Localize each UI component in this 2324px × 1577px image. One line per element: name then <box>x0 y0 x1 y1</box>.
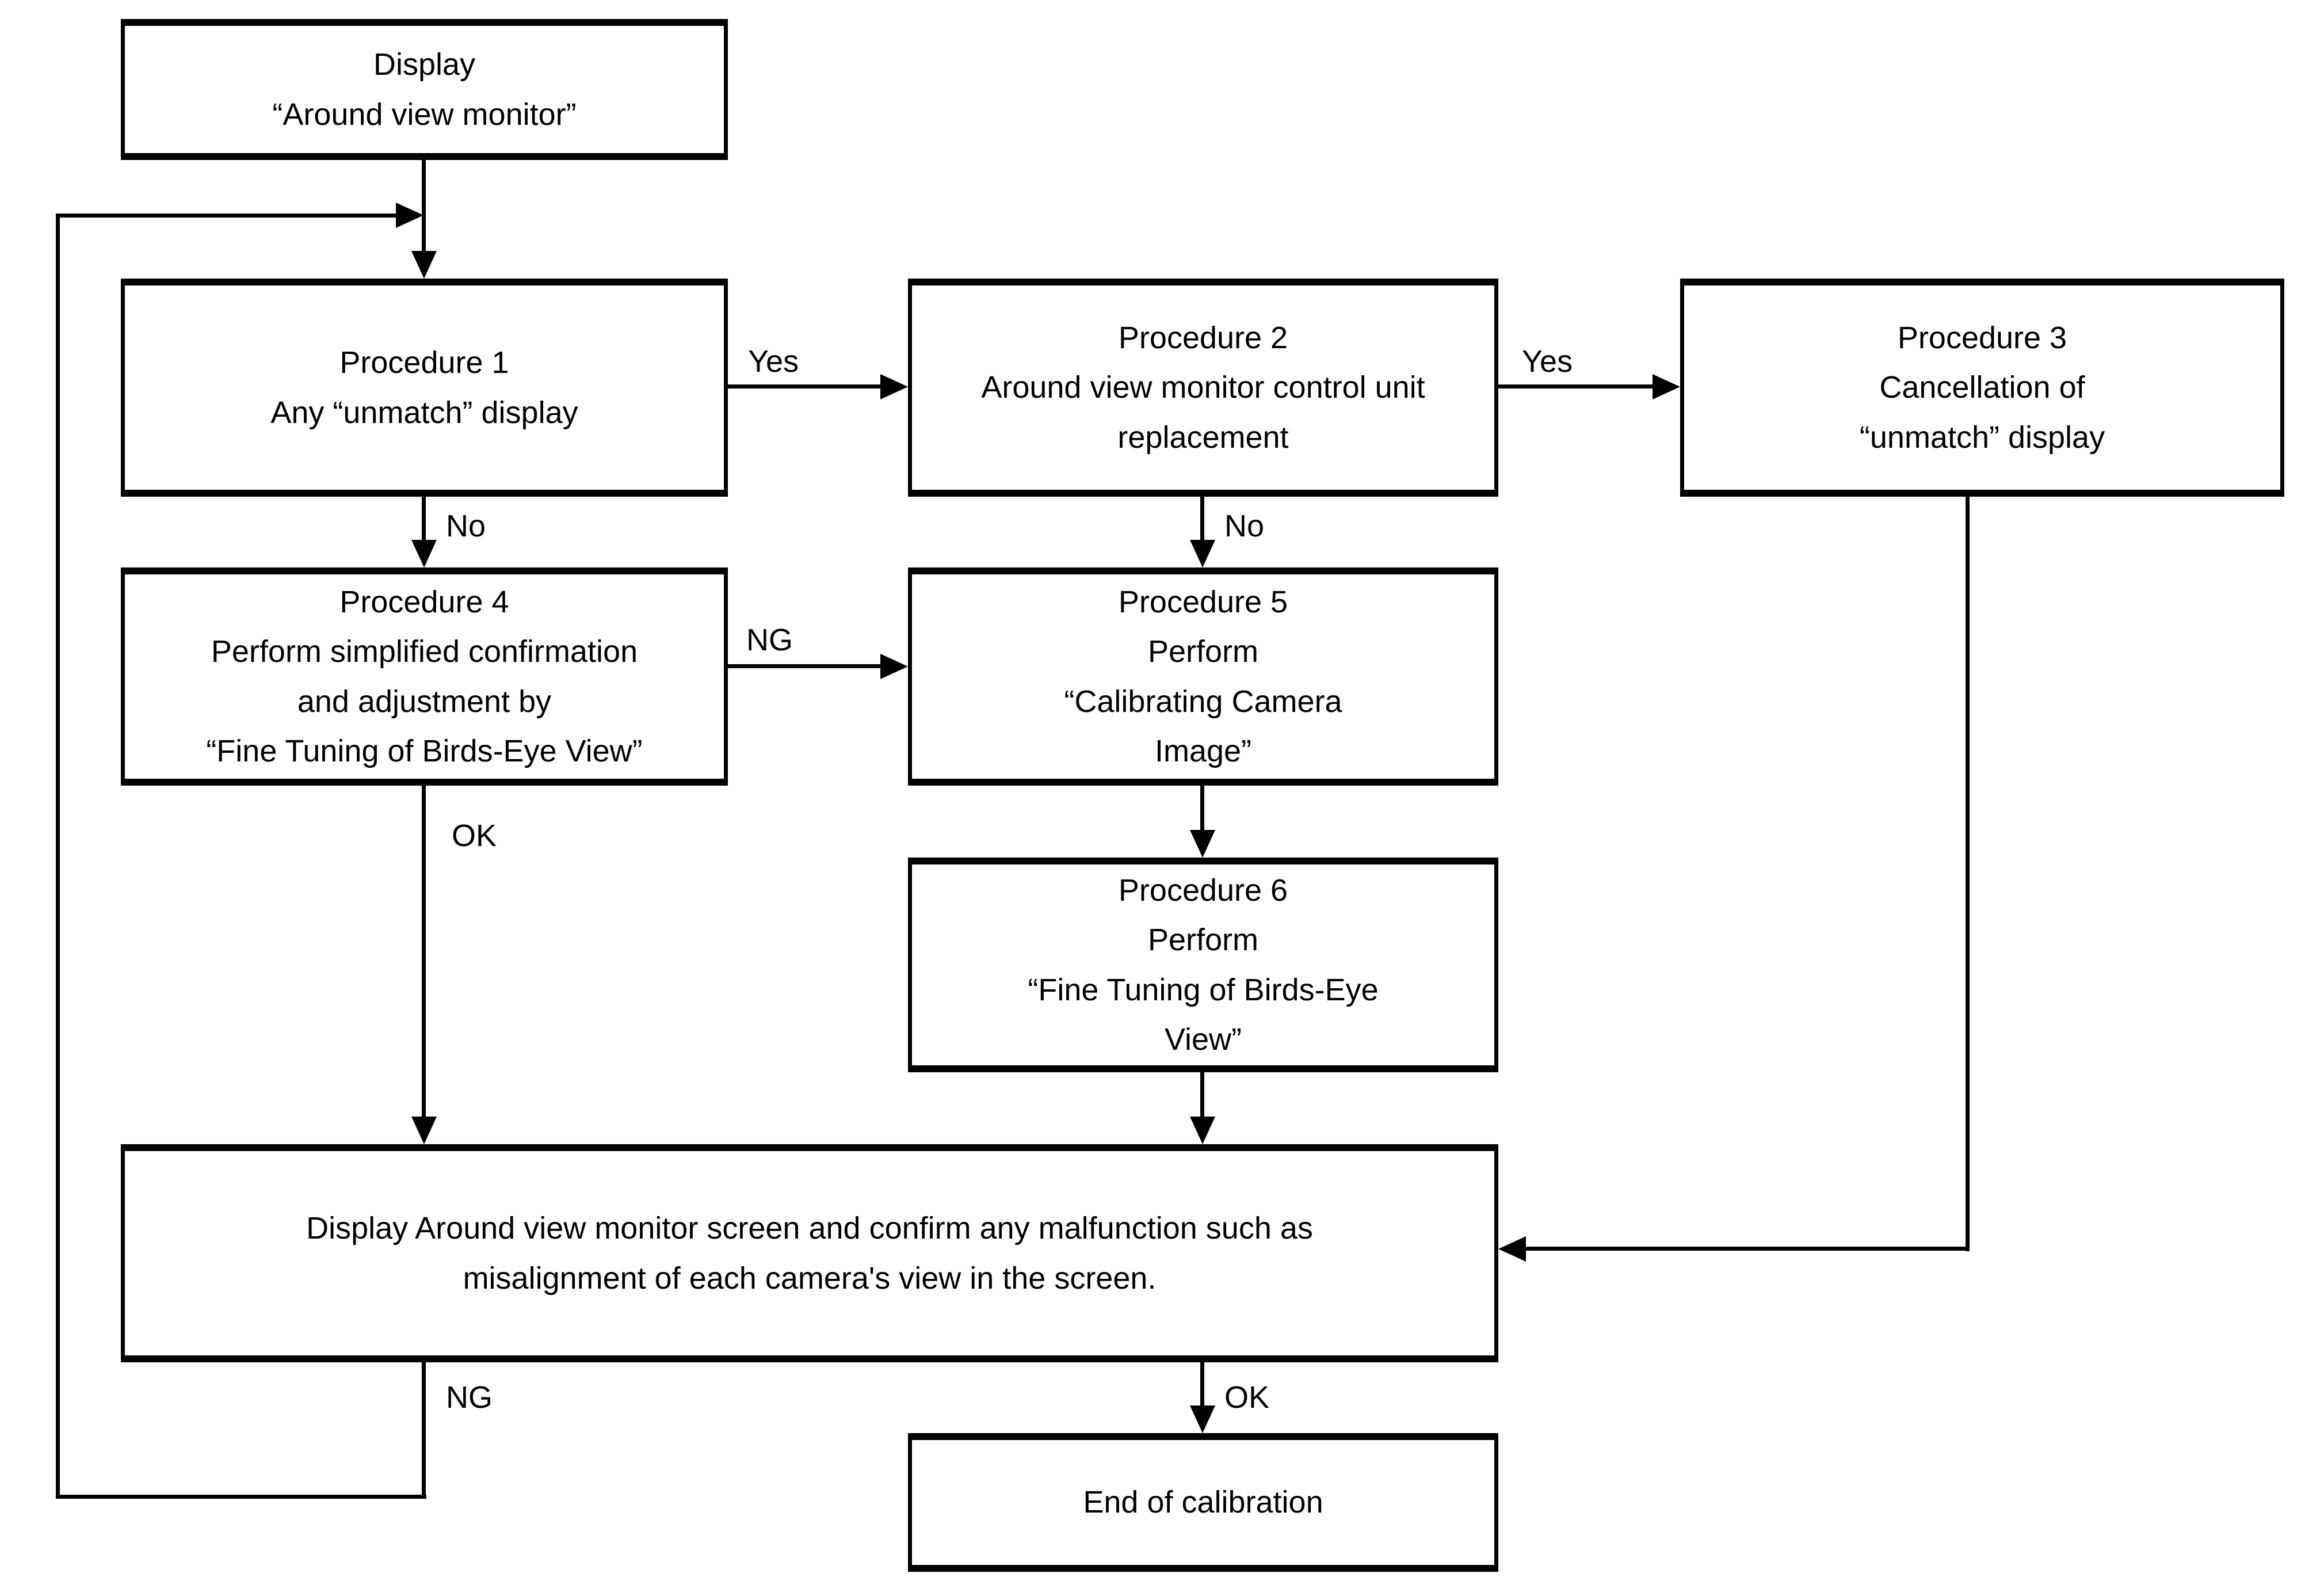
arrowhead-into-p6 <box>1190 830 1215 858</box>
arrowhead-into-p4 <box>411 540 437 567</box>
box-procedure-3: Procedure 3 Cancellation of “unmatch” di… <box>1680 279 2284 497</box>
connector-p5-to-p6 <box>1200 785 1204 831</box>
connector-p2-to-p3 <box>1498 384 1653 388</box>
arrowhead-into-end <box>1190 1405 1215 1433</box>
connector-p3-to-confirm <box>1525 1247 1970 1251</box>
box-procedure-4: Procedure 4 Perform simplified confirmat… <box>121 567 728 786</box>
connector-display-to-p1 <box>422 159 426 252</box>
box-display-around-view-monitor: Display “Around view monitor” <box>121 19 728 160</box>
label-ng-p4-p5: NG <box>746 623 793 657</box>
arrowhead-ng-into-p5 <box>880 654 908 679</box>
arrowhead-into-p1 <box>411 251 437 279</box>
connector-feedback-loop-top <box>58 214 396 218</box>
box-procedure-5: Procedure 5 Perform “Calibrating Camera … <box>908 567 1498 786</box>
connector-p1-to-p2 <box>728 384 881 388</box>
arrowhead-into-p5 <box>1190 540 1215 567</box>
connector-p4-to-confirm <box>422 785 426 1118</box>
arrowhead-p3-into-confirm <box>1498 1236 1526 1262</box>
label-yes-p2-p3: Yes <box>1522 344 1573 379</box>
connector-p4-to-p5 <box>728 664 881 668</box>
label-yes-p1-p2: Yes <box>748 344 799 379</box>
connector-p1-to-p4 <box>422 496 426 541</box>
box-confirm-display: Display Around view monitor screen and c… <box>121 1144 1498 1362</box>
label-ok-confirm-end: OK <box>1224 1380 1270 1415</box>
box-procedure-6: Procedure 6 Perform “Fine Tuning of Bird… <box>908 858 1498 1072</box>
arrowhead-loop-into-display-line <box>396 203 423 228</box>
arrowhead-ok-into-confirm <box>411 1117 437 1144</box>
label-no-p1-p4: No <box>446 509 486 543</box>
connector-p3-down <box>1966 493 1970 1251</box>
box-procedure-2: Procedure 2 Around view monitor control … <box>908 279 1498 497</box>
connector-feedback-loop-bottom <box>56 1495 426 1499</box>
box-procedure-1: Procedure 1 Any “unmatch” display <box>121 279 728 497</box>
connector-p2-to-p5 <box>1200 496 1204 541</box>
label-ok-p4-confirm: OK <box>452 818 497 853</box>
label-ng-confirm-loop: NG <box>446 1380 493 1415</box>
arrowhead-into-p2 <box>880 374 908 399</box>
connector-p6-to-confirm <box>1200 1072 1204 1118</box>
connector-confirm-to-end <box>1200 1362 1204 1407</box>
arrowhead-into-p3 <box>1653 374 1680 399</box>
connector-confirm-ng-down <box>422 1362 426 1498</box>
box-end-of-calibration: End of calibration <box>908 1433 1498 1572</box>
arrowhead-into-confirm <box>1190 1117 1215 1144</box>
connector-feedback-loop-left <box>56 214 60 1499</box>
label-no-p2-p5: No <box>1224 509 1265 543</box>
